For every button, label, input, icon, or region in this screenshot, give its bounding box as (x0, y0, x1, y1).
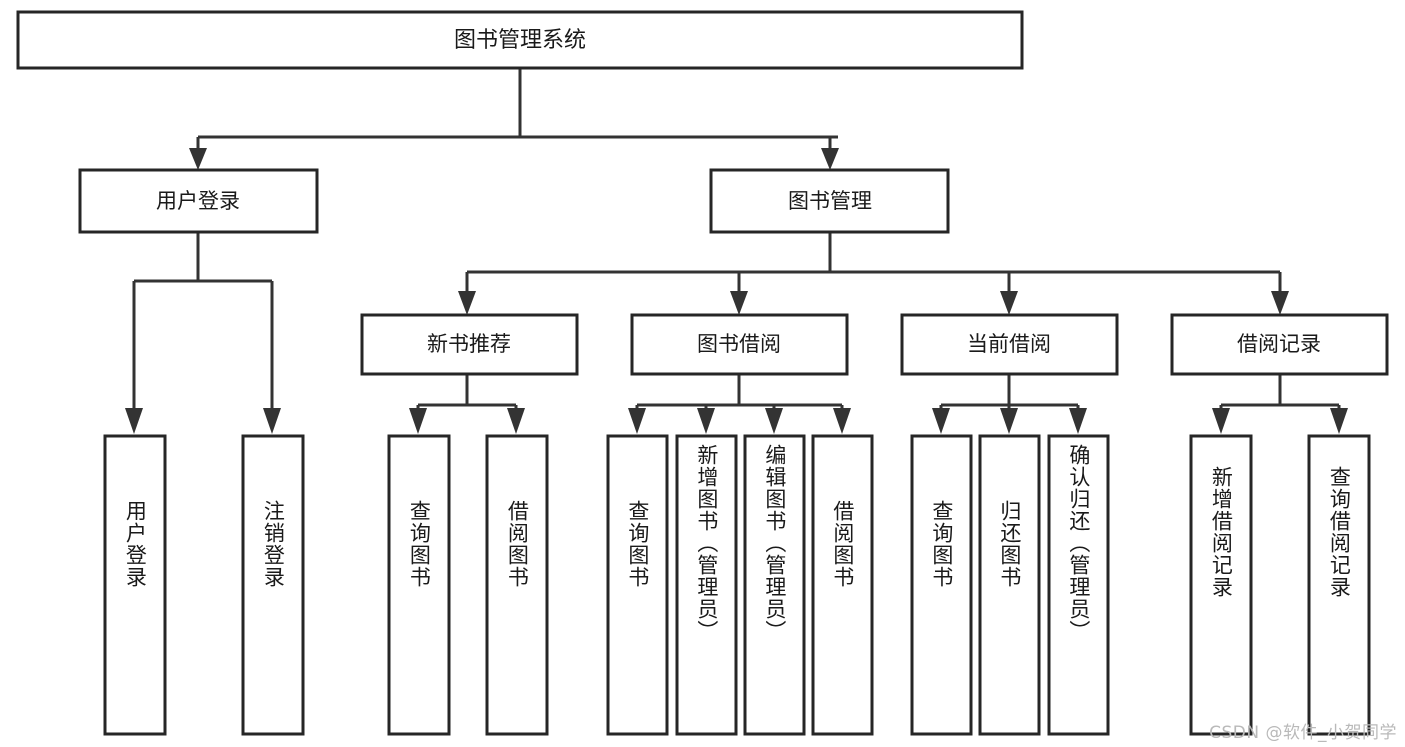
leaf-current-borrow-3[interactable] (1047, 434, 1110, 736)
leaf-user-login-2[interactable] (241, 434, 305, 736)
node-borrow-record[interactable] (1170, 313, 1389, 376)
node-user-login[interactable] (78, 168, 319, 234)
leaf-current-borrow-1[interactable] (910, 434, 973, 736)
arrowhead-leaf-userlogin-2 (263, 408, 281, 434)
arrowhead-leaf-current-2 (1000, 408, 1018, 434)
leaf-current-borrow-2[interactable] (978, 434, 1041, 736)
arrowhead-leaf-borrow-4 (833, 408, 851, 434)
arrowhead-leaf-borrow-3 (765, 408, 783, 434)
node-borrow-record-label: 借阅记录 (1237, 332, 1321, 356)
leaf-book-borrow-2[interactable] (675, 434, 738, 736)
arrowhead-userlogin (189, 148, 207, 170)
arrowhead-level3-4 (1271, 291, 1289, 315)
arrowhead-leaf-record-2 (1330, 408, 1348, 434)
arrowhead-leaf-borrow-2 (697, 408, 715, 434)
node-book-borrow-label: 图书借阅 (697, 332, 781, 356)
arrowhead-leaf-userlogin-1 (125, 408, 143, 434)
arrowhead-leaf-newbook-2 (507, 408, 525, 434)
node-layer: 图书管理系统 用户登录 图书管理 新书推荐 图书借阅 当前借阅 借阅记录 (16, 10, 1389, 736)
node-book-management[interactable] (709, 168, 950, 234)
arrowhead-leaf-newbook-1 (409, 408, 427, 434)
leaf-new-book-2[interactable] (485, 434, 549, 736)
leaf-user-login-1[interactable] (103, 434, 167, 736)
leaf-borrow-record-1[interactable] (1189, 434, 1253, 736)
arrowhead-leaf-record-1 (1212, 408, 1230, 434)
node-root-label: 图书管理系统 (454, 28, 586, 53)
leaf-borrow-record-2[interactable] (1307, 434, 1371, 736)
leaf-book-borrow-4[interactable] (811, 434, 874, 736)
node-new-book-recommend[interactable] (360, 313, 579, 376)
arrowhead-leaf-current-3 (1069, 408, 1087, 434)
node-new-book-recommend-label: 新书推荐 (427, 332, 511, 356)
leaf-book-borrow-3[interactable] (743, 434, 806, 736)
leaf-book-borrow-1[interactable] (606, 434, 669, 736)
arrowhead-bookmgmt (821, 148, 839, 170)
arrowhead-leaf-borrow-1 (628, 408, 646, 434)
arrowhead-level3-3 (1000, 291, 1018, 315)
arrowhead-level3-2 (730, 291, 748, 315)
arrowhead-leaf-current-1 (932, 408, 950, 434)
watermark-text: CSDN @软件_小贺同学 (1209, 723, 1397, 743)
arrowhead-level3-1 (458, 291, 476, 315)
node-book-borrow[interactable] (630, 313, 849, 376)
leaf-new-book-1[interactable] (387, 434, 451, 736)
node-current-borrow[interactable] (900, 313, 1119, 376)
node-book-management-label: 图书管理 (788, 189, 872, 213)
node-user-login-label: 用户登录 (156, 189, 240, 213)
node-current-borrow-label: 当前借阅 (967, 332, 1051, 356)
connector-layer (125, 68, 1348, 434)
node-root-book-management-system[interactable] (16, 10, 1024, 70)
